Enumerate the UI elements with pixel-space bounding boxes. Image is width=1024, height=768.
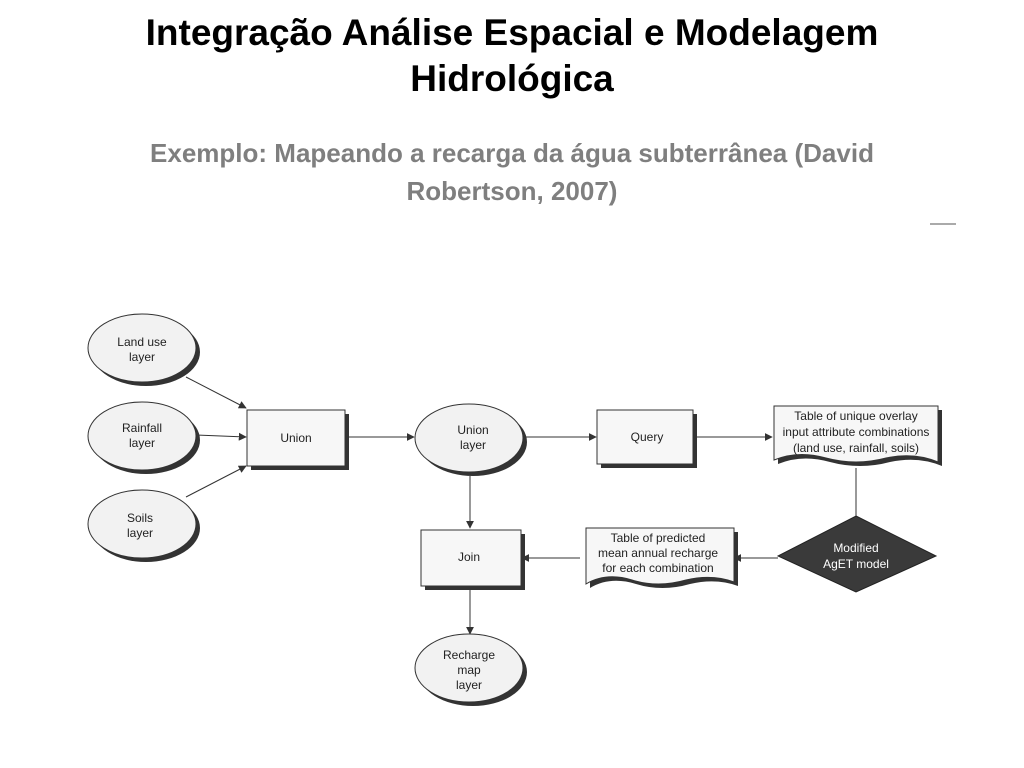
aget-model-label-2: AgET model (823, 557, 889, 571)
recharge-map-layer-node: Recharge map layer (414, 633, 527, 706)
unique-table-label-2: input attribute combinations (783, 425, 930, 439)
slide-title-line-1: Integração Análise Espacial e Modelagem (145, 12, 879, 53)
land-use-layer-node: Land use layer (87, 313, 200, 386)
land-use-layer-label-2: layer (129, 350, 155, 364)
union-layer-node: Union layer (414, 403, 527, 476)
soils-layer-node: Soils layer (87, 489, 200, 562)
recharge-map-label-1: Recharge (443, 648, 495, 662)
union-box: Union (246, 409, 349, 470)
union-layer-label-2: layer (460, 438, 486, 452)
aget-model-node: Modified AgET model (776, 515, 938, 593)
union-layer-label-1: Union (457, 423, 488, 437)
slide-title: Integração Análise Espacial e Modelagem … (0, 10, 1024, 102)
edge-soils-to-union (185, 465, 247, 498)
unique-table-label-3: (land use, rainfall, soils) (793, 441, 919, 455)
query-box: Query (596, 409, 697, 468)
land-use-layer-label-1: Land use (117, 335, 167, 349)
predicted-table-label-2: mean annual recharge (598, 546, 718, 560)
predicted-recharge-table-node: Table of predicted mean annual recharge … (585, 527, 738, 588)
union-label: Union (280, 431, 311, 445)
recharge-map-label-3: layer (456, 678, 482, 692)
join-label: Join (458, 550, 480, 564)
slide-subtitle: Exemplo: Mapeando a recarga da água subt… (60, 134, 964, 210)
unique-table-label-1: Table of unique overlay (794, 409, 917, 423)
recharge-map-label-2: map (457, 663, 481, 677)
slide-subtitle-line-1: Exemplo: Mapeando a recarga da água subt… (150, 138, 874, 168)
rainfall-layer-label-2: layer (129, 436, 155, 450)
join-box: Join (420, 529, 525, 590)
predicted-table-label-1: Table of predicted (611, 531, 706, 545)
predicted-table-label-3: for each combination (602, 561, 713, 575)
edge-landuse-to-union (185, 376, 247, 409)
rainfall-layer-node: Rainfall layer (87, 401, 200, 474)
slide-subtitle-line-2: Robertson, 2007) (406, 176, 618, 206)
query-label: Query (631, 430, 664, 444)
slide-title-line-2: Hidrológica (410, 58, 614, 99)
edge-rainfall-to-union (195, 432, 247, 441)
aget-model-label-1: Modified (833, 541, 878, 555)
soils-layer-label-1: Soils (127, 511, 153, 525)
soils-layer-label-2: layer (127, 526, 153, 540)
rainfall-layer-label-1: Rainfall (122, 421, 162, 435)
unique-combinations-table-node: Table of unique overlay input attribute … (773, 405, 942, 466)
